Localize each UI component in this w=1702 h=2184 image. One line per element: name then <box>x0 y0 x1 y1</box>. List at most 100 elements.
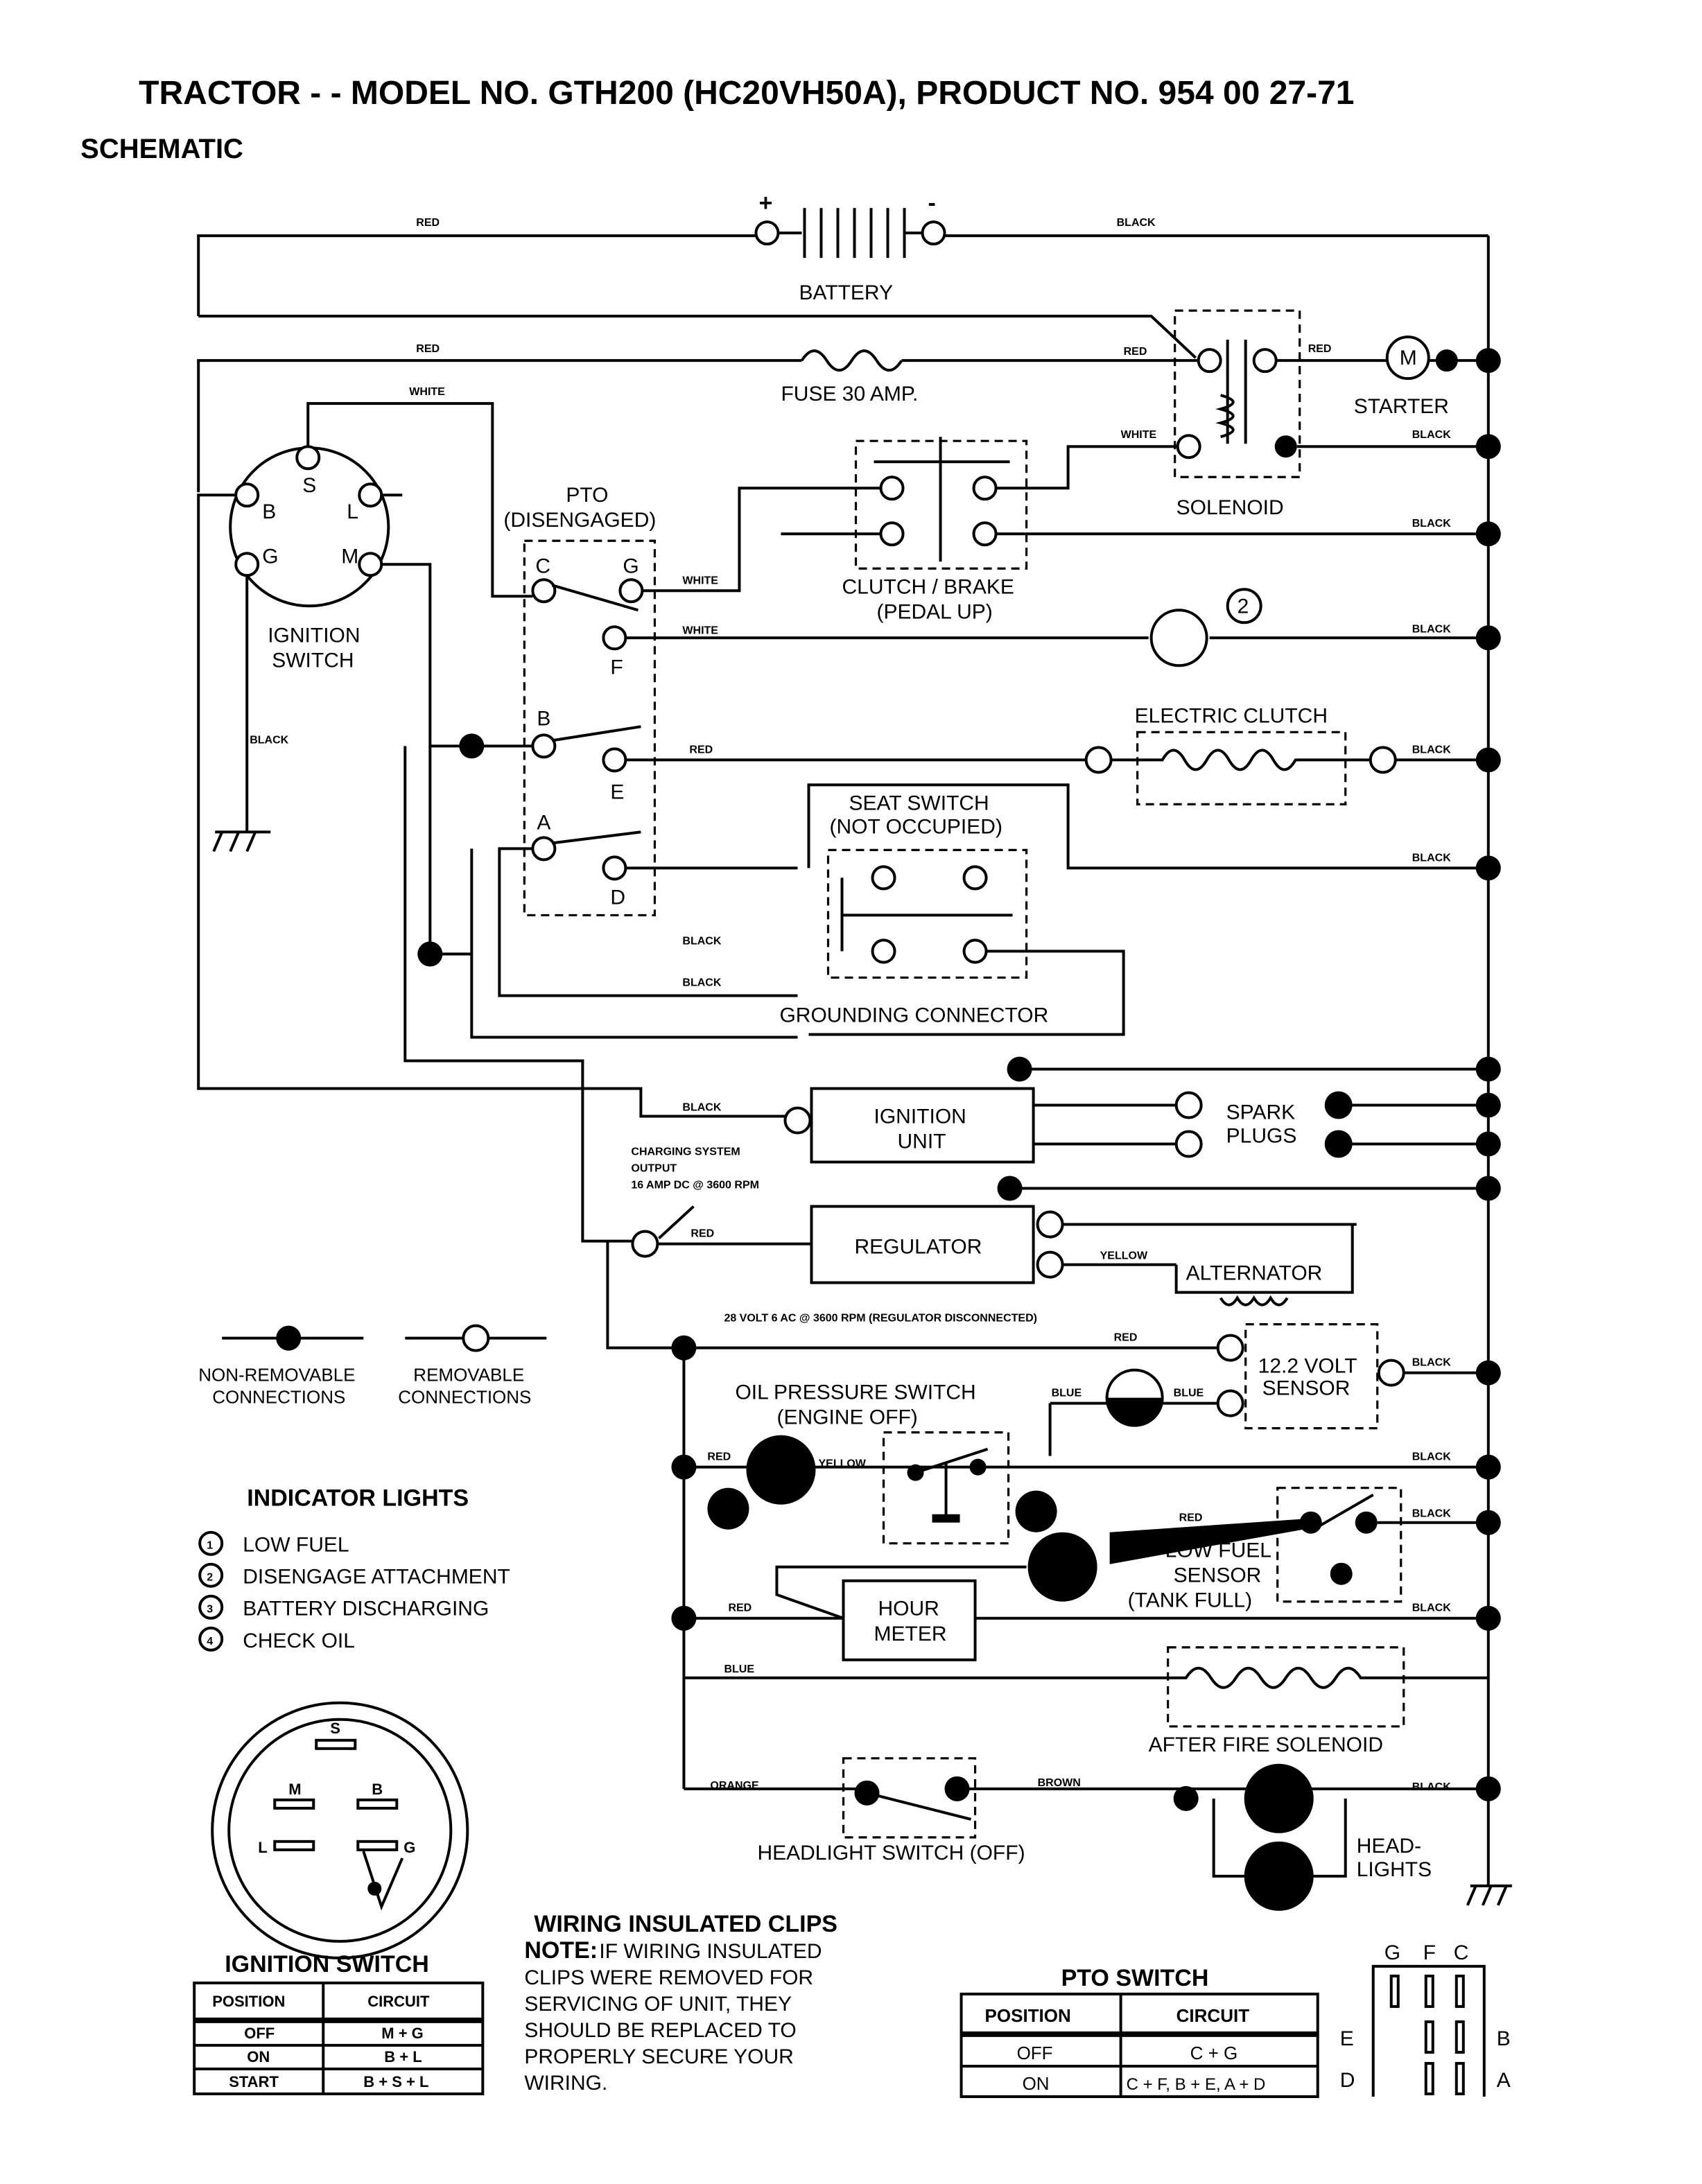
wire-label: BLUE <box>1174 1388 1204 1399</box>
spark-plugs-label: PLUGS <box>1226 1125 1297 1148</box>
svg-text:3: 3 <box>207 1604 213 1616</box>
svg-text:POSITION: POSITION <box>212 1993 285 2010</box>
terminal-label: G <box>262 545 278 568</box>
wire-label: WHITE <box>409 386 445 398</box>
svg-text:E: E <box>1340 2027 1354 2050</box>
svg-text:SERVICING OF UNIT, THEY: SERVICING OF UNIT, THEY <box>524 1993 792 2016</box>
headlights: HEAD- LIGHTS <box>1212 1763 1432 1911</box>
wire-label: BLACK <box>682 1102 721 1114</box>
grounding-connector <box>808 950 1125 1036</box>
wire-label: BLACK <box>1412 1451 1451 1463</box>
low-fuel-label: (TANK FULL) <box>1128 1589 1252 1612</box>
svg-text:L: L <box>258 1839 267 1856</box>
svg-text:G: G <box>1384 1941 1400 1964</box>
pto-label: PTO <box>566 484 608 507</box>
wire-label: RED <box>1114 1332 1138 1344</box>
wire-label: BLACK <box>250 734 288 746</box>
headlights-label: LIGHTS <box>1357 1858 1432 1881</box>
wire-label: BLACK <box>682 977 721 988</box>
pto-switch: PTO (DISENGAGED) C G F B E A D <box>503 484 656 917</box>
battery-plus: + <box>758 190 772 216</box>
alternator: ALTERNATOR <box>1174 1223 1354 1307</box>
wire-battery-solenoid <box>198 315 1197 359</box>
svg-text:SHOULD BE REPLACED TO: SHOULD BE REPLACED TO <box>524 2019 796 2042</box>
grounding-connector-label: GROUNDING CONNECTOR <box>779 1004 1048 1027</box>
svg-text:M: M <box>288 1781 301 1798</box>
wire-label: RED <box>1308 343 1332 355</box>
charging-note: 16 AMP DC @ 3600 RPM <box>631 1180 759 1191</box>
legend-label: CONNECTIONS <box>398 1387 531 1408</box>
terminal-label: A <box>537 811 550 834</box>
table-cell: B + L <box>384 2048 422 2065</box>
wire-red-main <box>197 359 802 493</box>
table-cell: M + G <box>381 2025 424 2042</box>
legend: NON-REMOVABLE CONNECTIONS REMOVABLE CONN… <box>198 1324 547 1408</box>
ignition-switch-table: IGNITION SWITCH POSITION CIRCUIT OFF M +… <box>193 1951 485 2095</box>
regulator-label: REGULATOR <box>855 1236 982 1259</box>
charging-note: CHARGING SYSTEM <box>631 1146 740 1158</box>
legend-label: NON-REMOVABLE <box>198 1365 355 1386</box>
terminal-label: S <box>302 474 316 497</box>
terminal-label: L <box>347 500 358 523</box>
svg-text:B: B <box>1497 2027 1511 2050</box>
wire-label: BROWN <box>1038 1777 1081 1789</box>
svg-text:B: B <box>372 1781 383 1798</box>
wire-m <box>381 563 533 748</box>
pto-label: (DISENGAGED) <box>503 509 656 532</box>
wire-label: BLACK <box>1412 852 1451 864</box>
wire-label: BLACK <box>682 935 721 947</box>
indicator-item: LOW FUEL <box>243 1534 349 1557</box>
battery-label: BATTERY <box>799 281 893 304</box>
battery-minus: - <box>928 190 936 216</box>
charging-note: OUTPUT <box>631 1163 677 1175</box>
clutch-brake-switch: CLUTCH / BRAKE (PEDAL UP) <box>842 437 1028 623</box>
ground-symbol-left <box>212 830 271 853</box>
electric-clutch: ELECTRIC CLUTCH <box>1084 704 1397 805</box>
svg-text:CIRCUIT: CIRCUIT <box>1176 2005 1250 2026</box>
svg-text:S: S <box>330 1720 340 1737</box>
seat-switch-label: (NOT OCCUPIED) <box>829 815 1002 838</box>
ignition-unit: IGNITION UNIT <box>783 1087 1035 1164</box>
table-cell: START <box>229 2073 279 2090</box>
table-cell: OFF <box>244 2025 275 2042</box>
table-cell: C + G <box>1190 2043 1238 2063</box>
wire-label: BLACK <box>1412 623 1451 635</box>
table-cell: B + S + L <box>363 2073 428 2090</box>
wire-label: WHITE <box>682 575 718 586</box>
headlight-switch-label: HEADLIGHT SWITCH (OFF) <box>757 1842 1025 1864</box>
ignition-switch: S B L G M IGNITION SWITCH <box>229 445 390 672</box>
wire-label: WHITE <box>1121 429 1157 441</box>
wire-label: BLACK <box>1412 1357 1451 1369</box>
ac-note: 28 VOLT 6 AC @ 3600 RPM (REGULATOR DISCO… <box>724 1313 1037 1325</box>
svg-text:F: F <box>1423 1941 1436 1964</box>
lamp-number: 2 <box>1238 595 1249 618</box>
low-fuel-label: LOW FUEL <box>1165 1539 1271 1562</box>
indicator-lamp-2: 2 <box>1149 588 1262 667</box>
wire-label: ORANGE <box>710 1780 759 1792</box>
oil-pressure-switch <box>882 1431 1010 1545</box>
starter-label: STARTER <box>1354 395 1449 418</box>
after-fire-label: AFTER FIRE SOLENOID <box>1149 1733 1383 1756</box>
table-title: IGNITION SWITCH <box>225 1951 429 1977</box>
wire-label: RED <box>1124 346 1147 358</box>
table-cell: ON <box>247 2048 270 2065</box>
terminal-label: B <box>262 500 276 523</box>
headlights-label: HEAD- <box>1357 1835 1421 1858</box>
svg-text:A: A <box>1497 2069 1511 2092</box>
oil-pressure-label: (ENGINE OFF) <box>776 1406 917 1429</box>
fuse-label: FUSE 30 AMP. <box>781 383 918 405</box>
wire-label: BLUE <box>1052 1388 1082 1399</box>
wire-label: RED <box>1179 1512 1203 1524</box>
wire-label: RED <box>728 1602 752 1614</box>
terminal-label: G <box>623 554 639 577</box>
alternator-label: ALTERNATOR <box>1186 1262 1323 1285</box>
svg-text:CLIPS WERE REMOVED FOR: CLIPS WERE REMOVED FOR <box>524 1966 813 1989</box>
battery: + - BATTERY <box>197 190 1488 317</box>
solenoid-label: SOLENOID <box>1176 496 1284 519</box>
svg-text:CIRCUIT: CIRCUIT <box>367 1993 430 2010</box>
page-title: TRACTOR - - MODEL NO. GTH200 (HC20VH50A)… <box>139 75 1354 112</box>
volt-sensor-label: 12.2 VOLT <box>1258 1355 1357 1378</box>
svg-text:4: 4 <box>207 1636 213 1648</box>
ignition-switch-label: IGNITION <box>268 624 360 647</box>
